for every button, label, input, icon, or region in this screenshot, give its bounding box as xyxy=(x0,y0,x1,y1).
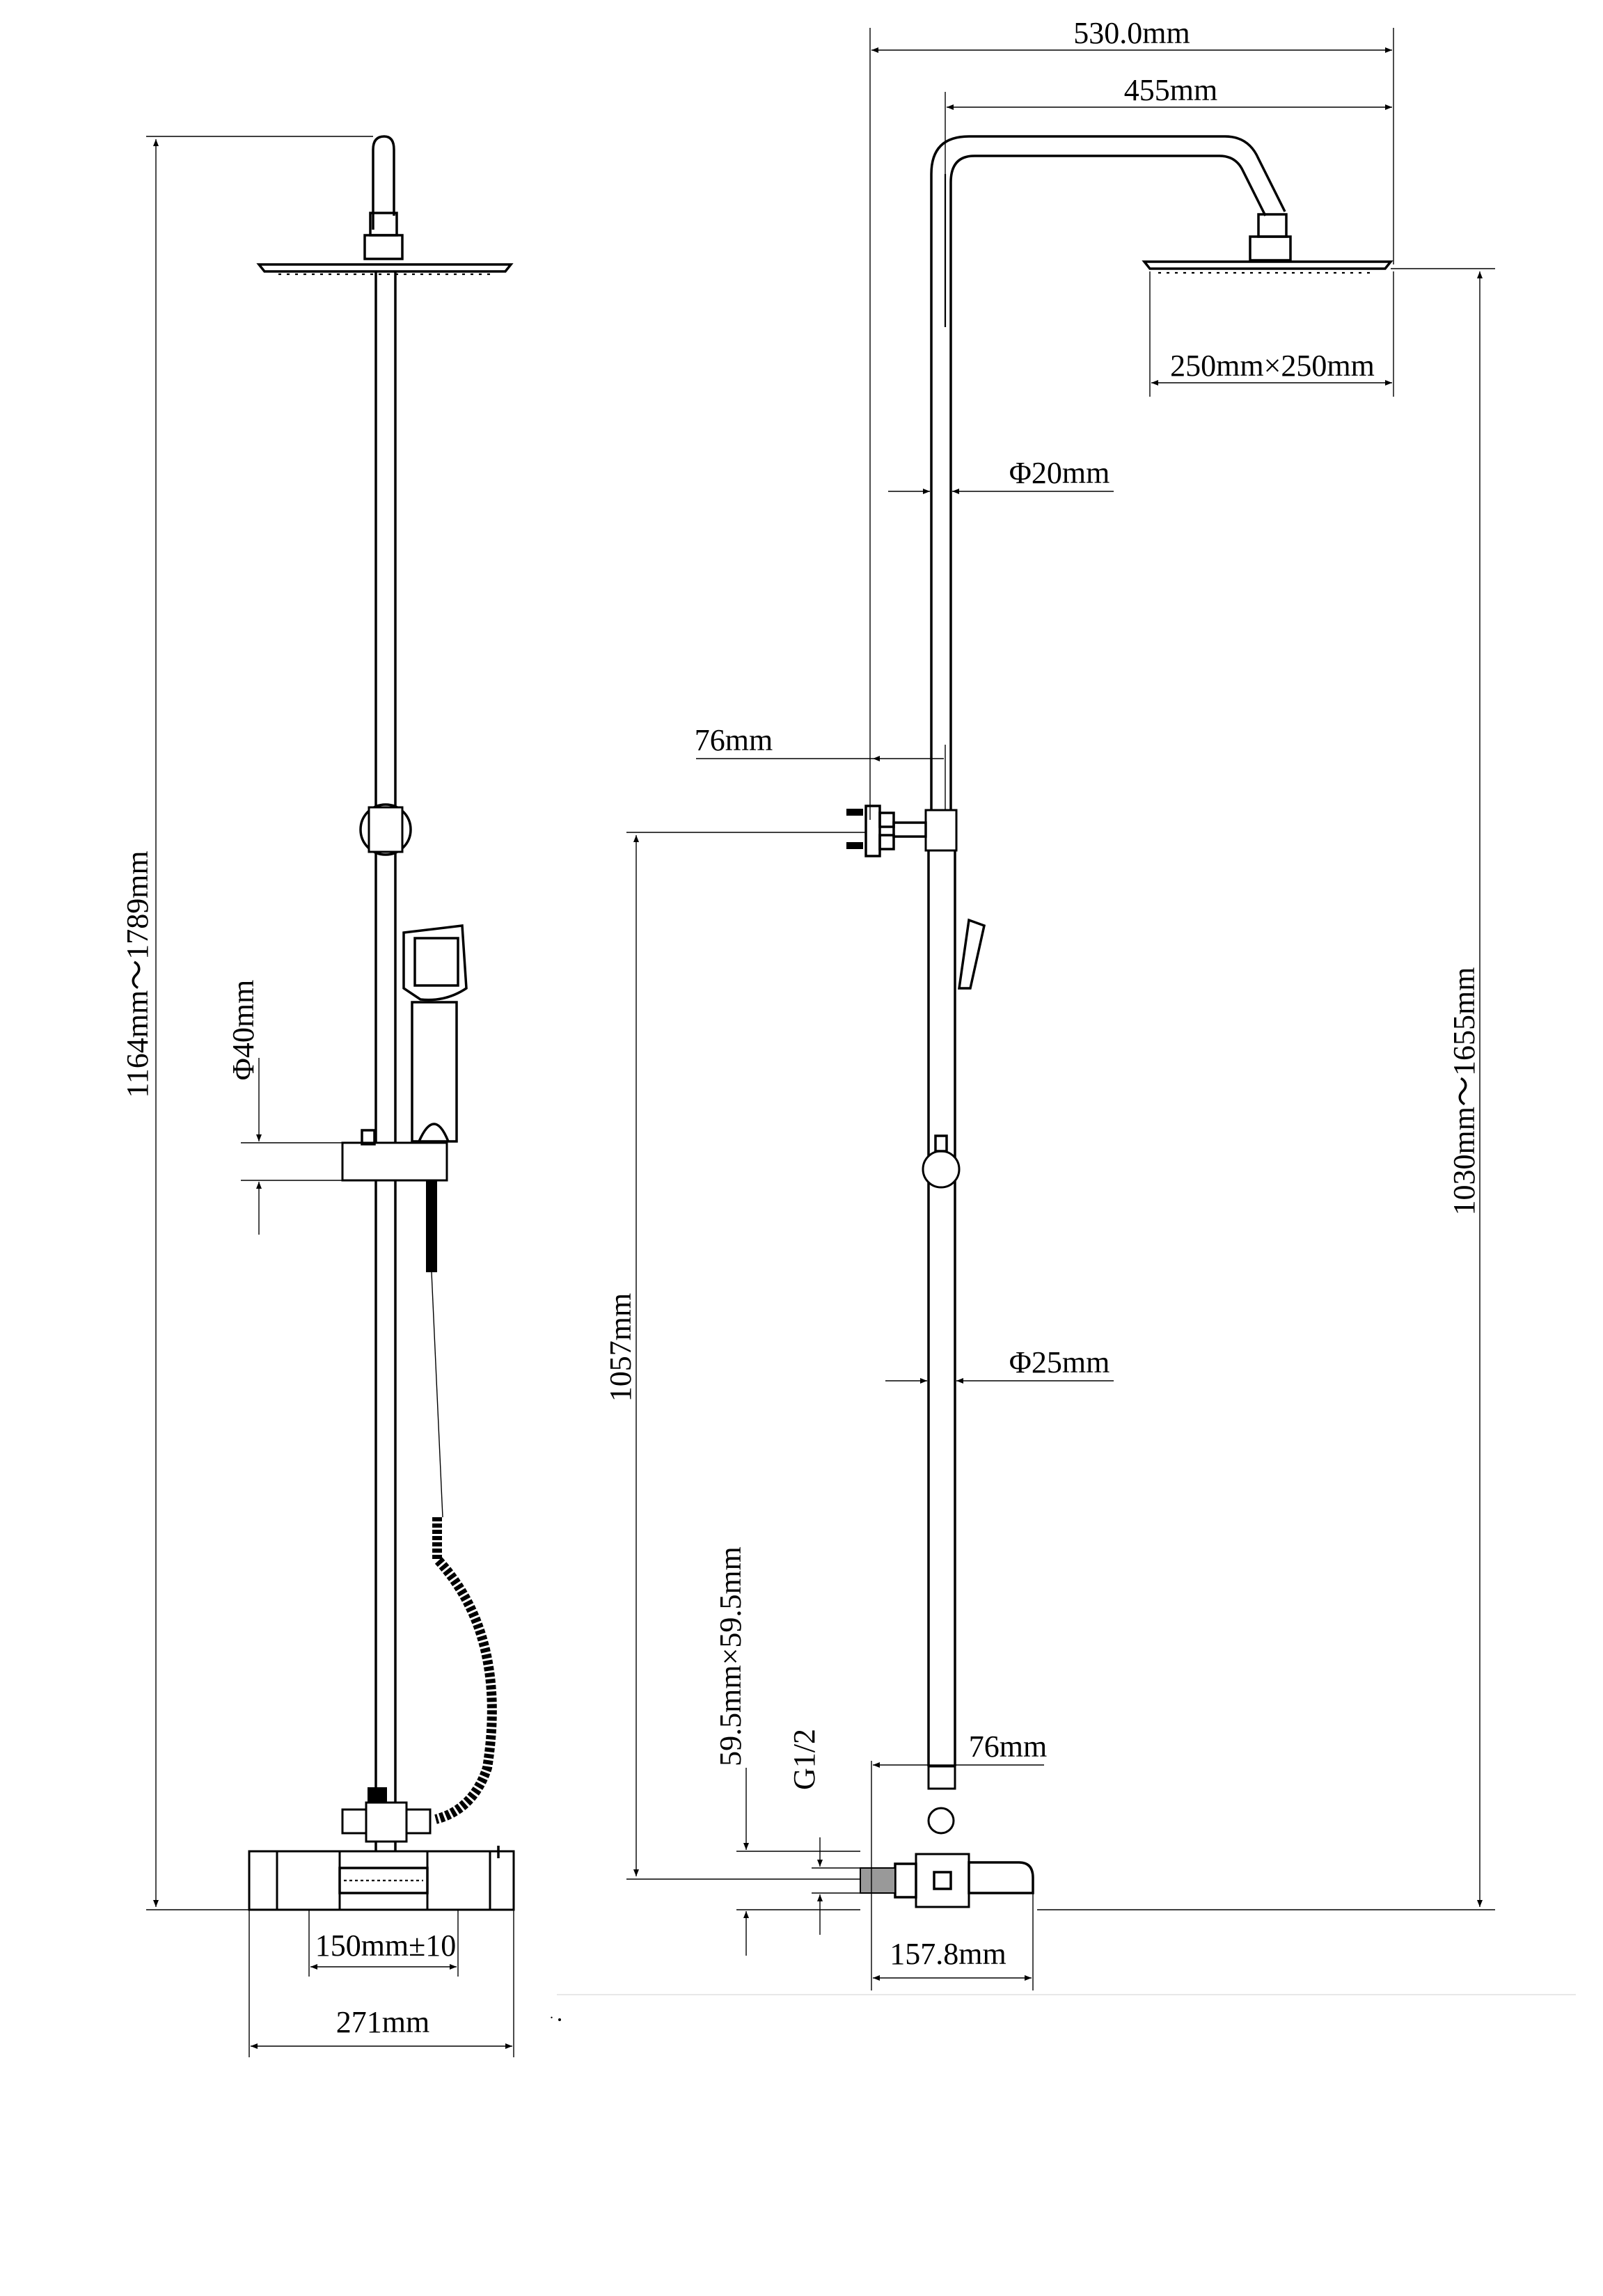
mixer-depth-label: 157.8mm xyxy=(890,1937,1006,1971)
side-view xyxy=(626,28,1495,1990)
head-size-label: 250mm×250mm xyxy=(1170,349,1375,383)
lower-pipe-diameter-label: Φ25mm xyxy=(1009,1345,1110,1379)
bracket-height-label: 1057mm xyxy=(603,1293,638,1402)
wall-offset-label: 76mm xyxy=(969,1729,1047,1764)
thread-label: G1/2 xyxy=(787,1729,821,1790)
bracket-offset-label: 76mm xyxy=(695,723,773,757)
front-view xyxy=(146,135,515,2057)
holder-diameter-label: Φ40mm xyxy=(226,980,260,1081)
dot-mark xyxy=(558,2018,561,2021)
upper-pipe-diameter-label: Φ20mm xyxy=(1009,456,1110,490)
overall-reach-label: 530.0mm xyxy=(1073,16,1190,50)
adjustable-height-label: 1030mm～1655mm xyxy=(1447,967,1481,1216)
footer-mark: . xyxy=(550,2006,553,2022)
arm-reach-label: 455mm xyxy=(1124,73,1217,107)
base-width-label: 271mm xyxy=(336,2005,429,2039)
inlet-spacing-label: 150mm±10 xyxy=(315,1929,457,1963)
connector-size-label: 59.5mm×59.5mm xyxy=(713,1546,748,1766)
total-height-label: 1164mm～1789mm xyxy=(120,850,155,1098)
